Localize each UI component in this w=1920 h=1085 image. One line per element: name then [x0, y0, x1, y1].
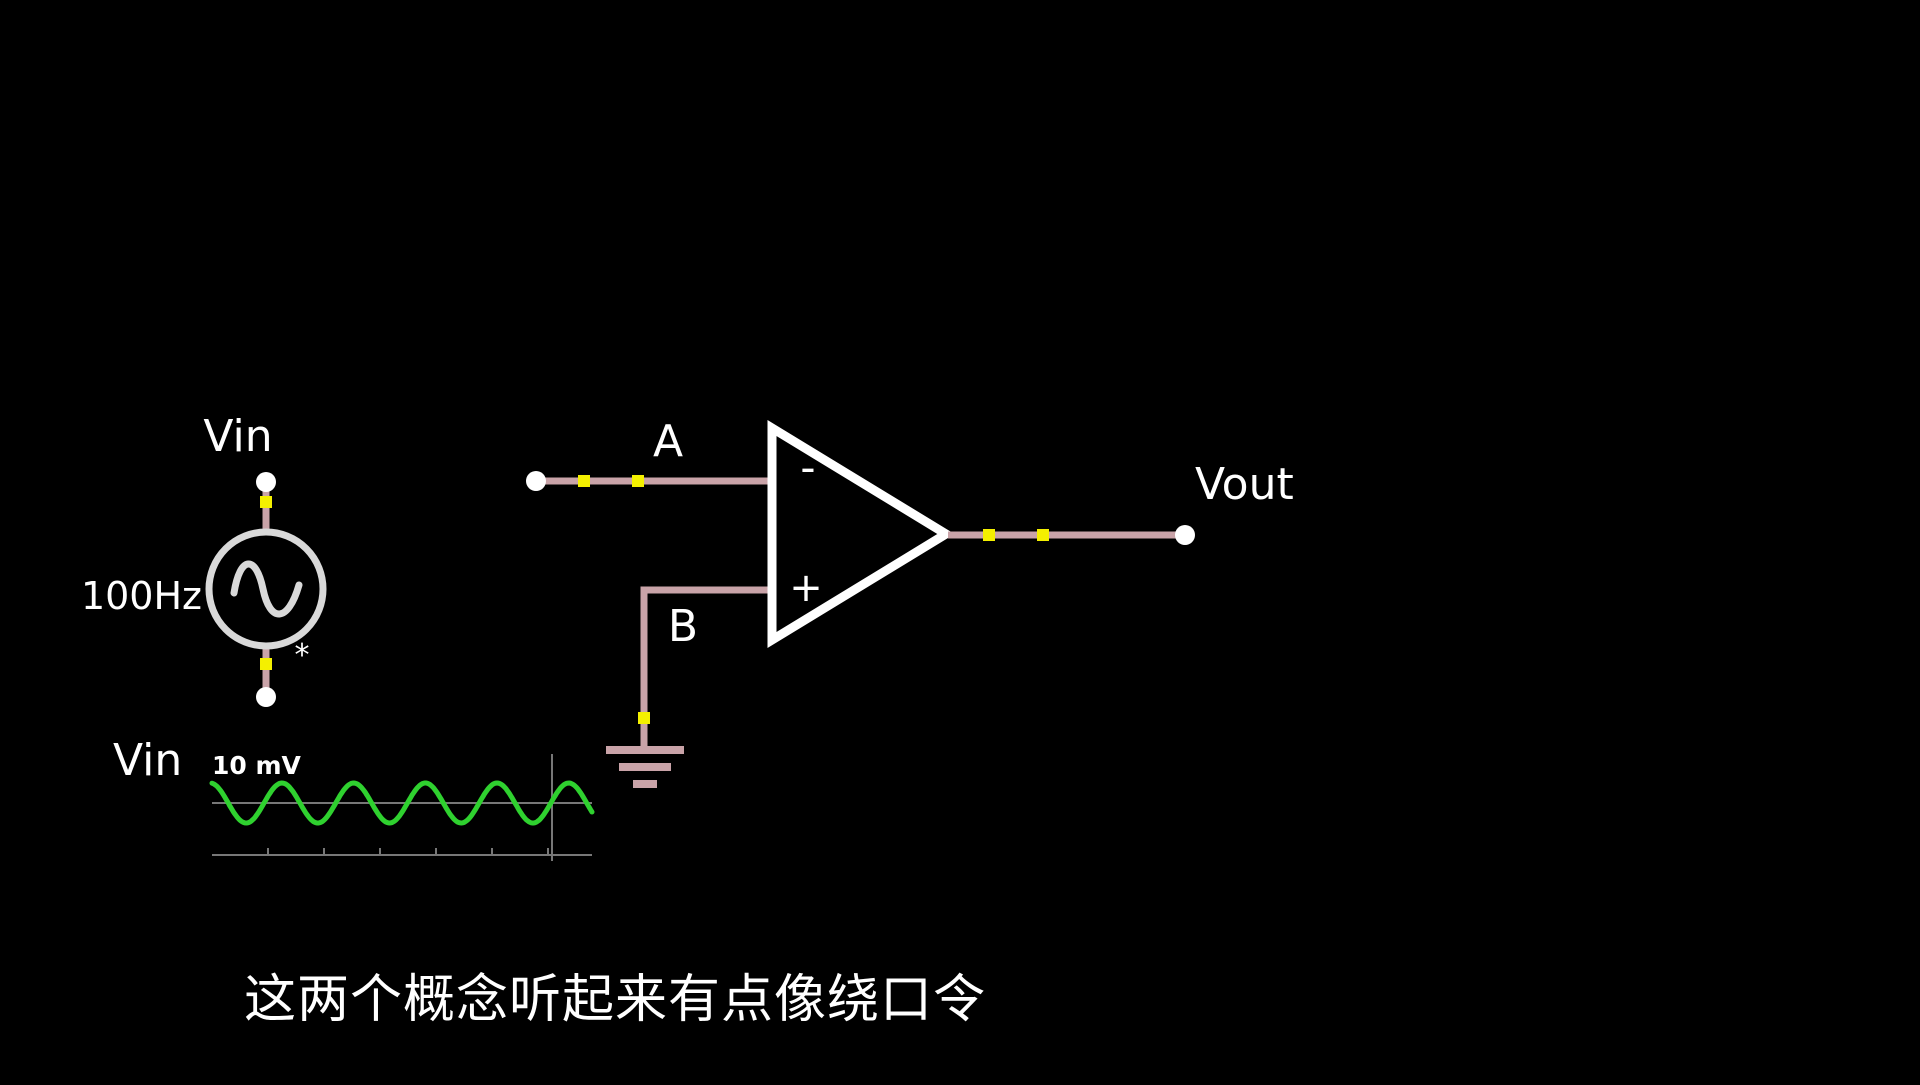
non-inverting-input-sign: + [789, 565, 823, 611]
source-top-node [256, 472, 276, 492]
output-junction-2 [1037, 529, 1049, 541]
scope-scale-label: 10 mV [212, 751, 302, 780]
ac-voltage-source: Vin 100Hz * [81, 411, 327, 707]
input-a-junction-2 [632, 475, 644, 487]
vin-scope: Vin 10 mV [113, 735, 595, 861]
source-bottom-junction [260, 658, 272, 670]
vout-label: Vout [1195, 459, 1294, 510]
source-top-junction [260, 496, 272, 508]
scope-grid [212, 754, 592, 861]
subtitle-caption: 这两个概念听起来有点像绕口令 [244, 970, 987, 1030]
vin-top-label: Vin [203, 411, 272, 462]
input-b-wire [640, 586, 770, 747]
inverting-input-sign: - [800, 443, 815, 492]
scope-waveform [209, 780, 595, 826]
output-node [1175, 525, 1195, 545]
output-junction-1 [983, 529, 995, 541]
node-b-label: B [668, 601, 698, 652]
input-b-net: B [606, 586, 770, 788]
scope-vin-label: Vin [113, 735, 182, 786]
polarity-star: * [295, 638, 310, 673]
op-amp-triangle [767, 419, 955, 649]
input-b-junction [638, 712, 650, 724]
op-amp: - + [767, 419, 955, 649]
sine-symbol-icon [230, 560, 303, 618]
input-a-net: A [526, 416, 770, 491]
output-net: Vout [948, 459, 1294, 545]
ground-icon [606, 746, 684, 788]
frequency-label: 100Hz [81, 574, 202, 618]
source-bottom-node [256, 687, 276, 707]
source-circle [205, 528, 327, 650]
node-a-label: A [653, 416, 683, 467]
input-a-junction-1 [578, 475, 590, 487]
input-a-node [526, 471, 546, 491]
